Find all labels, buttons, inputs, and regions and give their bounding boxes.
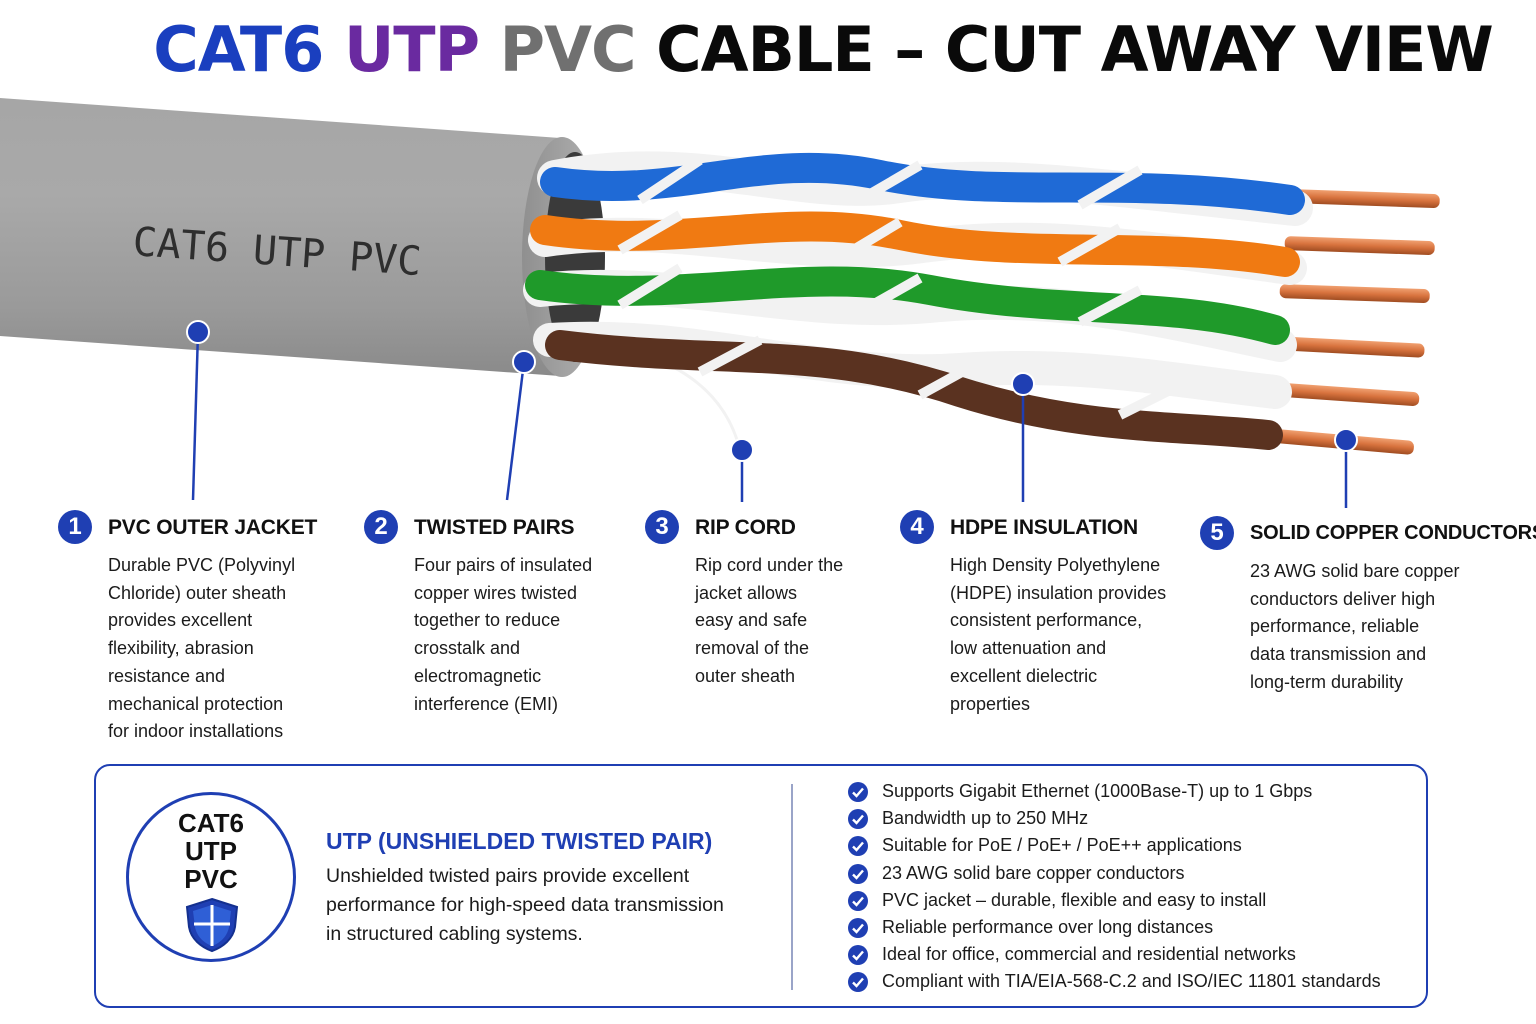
check-circle-icon: [848, 945, 868, 966]
label-description: Rip cord under the jacket allows easy an…: [695, 555, 844, 686]
feature-text: Bandwidth up to 250 MHz: [882, 808, 1089, 829]
rip-cord: [559, 336, 742, 451]
twisted-pair-blue: [537, 151, 1313, 226]
check-circle-icon: [848, 890, 868, 911]
label-heading: HDPE INSULATION: [950, 516, 1138, 539]
label-number-badge: 1: [58, 510, 92, 544]
label-description: Four pairs of insulated copper wires twi…: [414, 555, 593, 714]
cable-print-text: CAT6 UTP PVC: [131, 219, 422, 285]
callout-leader-3: [730, 438, 754, 502]
feature-item: Reliable performance over long distances: [848, 914, 1381, 941]
utp-heading: UTP (UNSHIELDED TWISTED PAIR): [326, 828, 713, 854]
feature-text: 23 AWG solid bare copper conductors: [882, 862, 1185, 883]
badge-line-pvc: PVC: [184, 864, 238, 894]
callout-leader-4: [1011, 372, 1035, 502]
feature-item: Bandwidth up to 250 MHz: [848, 805, 1381, 832]
shield-icon: [185, 897, 239, 953]
feature-text: Compliant with TIA/EIA-568-C.2 and ISO/I…: [882, 971, 1381, 992]
label-description: High Density Polyethylene (HDPE) insulat…: [950, 555, 1167, 714]
feature-text: Suitable for PoE / PoE+ / PoE++ applicat…: [882, 835, 1242, 856]
feature-text: PVC jacket – durable, flexible and easy …: [882, 889, 1267, 910]
feature-item: PVC jacket – durable, flexible and easy …: [848, 887, 1381, 914]
feature-item: Supports Gigabit Ethernet (1000Base-T) u…: [848, 778, 1381, 805]
utp-description: Unshielded twisted pairs provide excelle…: [326, 865, 724, 945]
copper-conductors: [1264, 189, 1440, 455]
label-heading: SOLID COPPER CONDUCTORS: [1250, 522, 1536, 544]
callout-leader-1: [186, 320, 210, 501]
label-number-badge: 3: [645, 510, 679, 544]
label-number-badge: 2: [364, 510, 398, 544]
pvc-outer-jacket: [0, 98, 605, 377]
title-part-rest: CABLE – CUT AWAY VIEW: [656, 13, 1494, 86]
label-number-badge: 4: [900, 510, 934, 544]
twisted-pair-brown: [533, 321, 1292, 450]
check-circle-icon: [848, 809, 868, 830]
feature-text: Reliable performance over long distances: [882, 916, 1214, 937]
check-circle-icon: [848, 972, 868, 993]
check-circle-icon: [848, 917, 868, 938]
check-circle-icon: [848, 836, 868, 857]
callout-leader-2: [505, 350, 536, 501]
feature-list: Supports Gigabit Ethernet (1000Base-T) u…: [848, 778, 1381, 996]
label-heading: PVC OUTER JACKET: [108, 516, 318, 539]
feature-text: Supports Gigabit Ethernet (1000Base-T) u…: [882, 781, 1313, 801]
feature-item: Ideal for office, commercial and residen…: [848, 941, 1381, 968]
twisted-pair-green: [523, 263, 1297, 362]
badge-line-cat6: CAT6: [178, 808, 244, 838]
title-part-pvc: PVC: [499, 13, 657, 86]
feature-item: Suitable for PoE / PoE+ / PoE++ applicat…: [848, 832, 1381, 859]
label-heading: TWISTED PAIRS: [414, 516, 575, 539]
page-title: CAT6 UTP PVC CABLE – CUT AWAY VIEW: [0, 12, 1536, 88]
feature-text: Ideal for office, commercial and residen…: [882, 944, 1296, 965]
panel-divider: [791, 784, 793, 990]
cat6-utp-pvc-badge: CAT6 UTP PVC: [126, 792, 296, 962]
label-heading: RIP CORD: [695, 516, 796, 539]
summary-panel: CAT6 UTP PVC UTP (UNSHIELDED TWISTED PAI…: [94, 764, 1428, 1008]
title-part-utp: UTP: [343, 13, 500, 86]
label-number-badge: 5: [1200, 516, 1234, 550]
check-circle-icon: [848, 863, 868, 884]
feature-item: 23 AWG solid bare copper conductors: [848, 860, 1381, 887]
callout-leader-5: [1334, 428, 1358, 508]
twisted-pair-orange: [528, 210, 1307, 285]
label-description: 23 AWG solid bare copper conductors deli…: [1250, 561, 1460, 692]
badge-line-utp: UTP: [185, 836, 237, 866]
check-circle-icon: [848, 782, 868, 802]
title-part-cat6: CAT6: [153, 13, 344, 86]
feature-item: Compliant with TIA/EIA-568-C.2 and ISO/I…: [848, 968, 1381, 995]
label-description: Durable PVC (Polyvinyl Chloride) outer s…: [108, 555, 296, 742]
